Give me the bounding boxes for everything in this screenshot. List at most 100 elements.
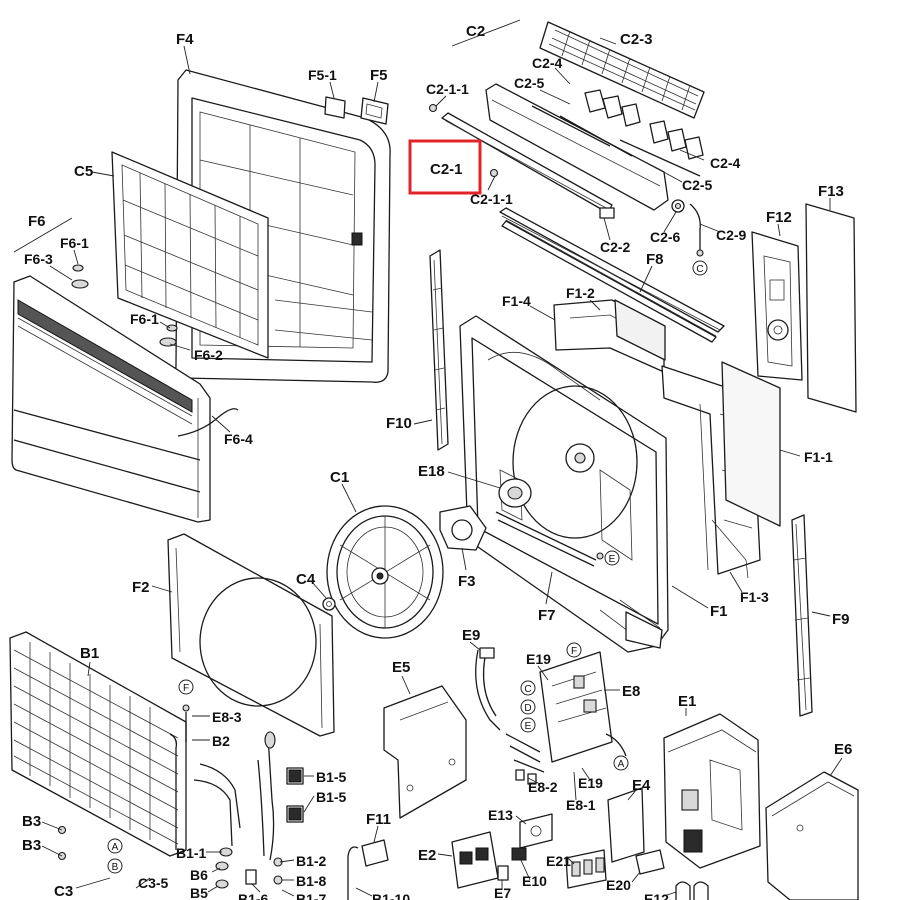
part-e4-bracket xyxy=(607,787,645,863)
label-f11: F11 xyxy=(366,811,391,828)
part-c2-9-cable xyxy=(689,203,704,257)
part-c5-air-filter xyxy=(111,151,269,359)
svg-text:C: C xyxy=(696,264,703,275)
label-c2-1: C2-1 xyxy=(430,161,463,178)
part-f7-cable xyxy=(495,511,604,567)
label-e21: E21 xyxy=(546,853,571,869)
part-e18-motor xyxy=(498,478,532,508)
label-f1: F1 xyxy=(710,603,728,620)
svg-text:B: B xyxy=(112,862,119,873)
label-c2-2: C2-2 xyxy=(600,239,631,255)
label-e19-bottom: E19 xyxy=(578,775,603,791)
label-f5-1: F5-1 xyxy=(308,67,337,83)
label-f6-2: F6-2 xyxy=(194,347,223,363)
label-e12: E12 xyxy=(644,891,669,900)
label-b1-6: B1-6 xyxy=(238,891,269,900)
label-b1-2: B1-2 xyxy=(296,853,327,869)
label-b1-1: B1-1 xyxy=(176,845,207,861)
label-f9: F9 xyxy=(832,611,850,628)
leader-lines xyxy=(13,19,843,897)
part-f3-bracket xyxy=(439,505,487,551)
label-e8-1: E8-1 xyxy=(566,797,596,813)
svg-text:C: C xyxy=(524,684,531,695)
part-e12-cable xyxy=(675,881,709,900)
label-e5: E5 xyxy=(392,659,410,676)
svg-text:D: D xyxy=(524,703,531,714)
label-e2: E2 xyxy=(418,847,436,864)
part-b1-coil xyxy=(9,631,187,857)
part-e9-harness xyxy=(475,647,501,731)
part-f1-main-casing xyxy=(459,315,669,653)
label-e8-2: E8-2 xyxy=(528,779,558,795)
label-b1-5-top: B1-5 xyxy=(316,769,347,785)
label-b6: B6 xyxy=(190,867,208,883)
marker-f-e8: F xyxy=(566,642,582,658)
part-c4-nut xyxy=(322,597,336,611)
label-e8-3: E8-3 xyxy=(212,709,242,725)
part-e10-component xyxy=(511,847,527,861)
part-f6-clips xyxy=(71,264,178,347)
label-c2-3: C2-3 xyxy=(620,31,653,48)
part-f13-insulation xyxy=(805,203,857,413)
label-f4: F4 xyxy=(176,31,194,48)
part-b-piping xyxy=(182,704,276,861)
label-b1-5-bottom: B1-5 xyxy=(316,789,347,805)
label-c5: C5 xyxy=(74,163,93,180)
label-f3: F3 xyxy=(458,573,476,590)
label-c2-4-right: C2-4 xyxy=(710,155,741,171)
label-e20: E20 xyxy=(606,877,631,893)
part-f9-side-bar xyxy=(791,514,813,717)
label-e6: E6 xyxy=(834,741,852,758)
part-f1-1-duct xyxy=(661,361,781,575)
label-f12: F12 xyxy=(766,209,792,226)
label-f2: F2 xyxy=(132,579,150,596)
marker-a-b: A xyxy=(107,838,123,854)
marker-c-e8: C xyxy=(520,680,536,696)
marker-e-e8: E xyxy=(520,717,536,733)
label-c2-1-1-bottom: C2-1-1 xyxy=(470,191,513,207)
marker-f-b: F xyxy=(178,679,194,695)
label-f6-1-mid: F6-1 xyxy=(130,311,159,327)
label-f6-4: F6-4 xyxy=(224,431,253,447)
part-e5-cover xyxy=(383,685,467,819)
svg-text:F: F xyxy=(571,646,577,657)
label-b1: B1 xyxy=(80,645,99,662)
part-f6-front-panel xyxy=(11,275,211,523)
part-e7-component xyxy=(497,865,509,881)
part-e8-pcb xyxy=(505,651,627,785)
label-f13: F13 xyxy=(818,183,844,200)
label-c3: C3 xyxy=(54,883,73,900)
part-f11-clip xyxy=(361,839,389,867)
label-e10: E10 xyxy=(522,873,547,889)
part-f5-1-bracket xyxy=(324,96,346,119)
part-c1-fan-wheel xyxy=(326,505,444,639)
part-f6-4-cable xyxy=(177,408,239,437)
label-f8: F8 xyxy=(646,251,664,268)
label-b5: B5 xyxy=(190,885,208,900)
part-f1-2-panel xyxy=(614,299,666,361)
marker-b-b: B xyxy=(107,858,123,874)
label-f6-1-top: F6-1 xyxy=(60,235,89,251)
label-f1-4: F1-4 xyxy=(502,293,531,309)
label-f5: F5 xyxy=(370,67,388,84)
marker-e-mid: E xyxy=(604,550,620,566)
label-b1-7: B1-7 xyxy=(296,891,327,900)
part-f8-rail xyxy=(499,207,725,343)
part-b1-10-pipe xyxy=(347,846,359,900)
label-f1-3: F1-3 xyxy=(740,589,769,605)
label-c2-5-top: C2-5 xyxy=(514,75,545,91)
part-f1-3-duct xyxy=(711,519,749,579)
highlight-box-c2-1 xyxy=(408,139,482,195)
part-e1-control-box xyxy=(663,713,761,869)
svg-text:F: F xyxy=(183,683,189,694)
svg-text:E: E xyxy=(609,554,616,565)
part-c2-3-mesh xyxy=(539,21,705,119)
label-f6: F6 xyxy=(28,213,46,230)
label-b3-top: B3 xyxy=(22,813,41,830)
marker-a-e8: A xyxy=(613,755,629,771)
label-f7: F7 xyxy=(538,607,556,624)
label-c2-9: C2-9 xyxy=(716,227,747,243)
part-c2-6-motor xyxy=(671,199,685,213)
label-e4: E4 xyxy=(632,777,651,794)
